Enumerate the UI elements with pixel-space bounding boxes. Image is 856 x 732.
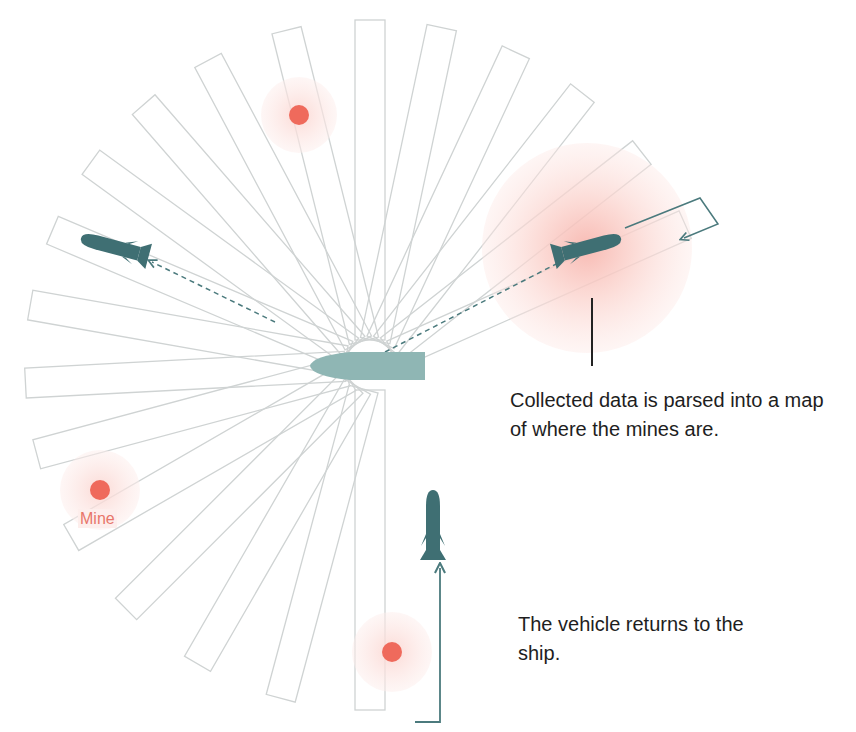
survey-strip	[115, 372, 362, 619]
ship	[310, 352, 425, 380]
return-path	[415, 568, 440, 722]
callout-note: Collected data is parsed into a map of w…	[508, 386, 842, 444]
survey-strip	[47, 216, 353, 369]
vehicle-path	[385, 262, 560, 352]
detection-halo	[482, 143, 692, 353]
survey-strip	[25, 351, 346, 398]
callout-note: The vehicle returns to the ship.	[516, 610, 750, 668]
survey-strip	[272, 27, 379, 345]
mine-halo	[261, 77, 337, 153]
survey-strip	[361, 24, 457, 343]
vehicle-path	[625, 198, 718, 238]
mine-dot	[289, 105, 309, 125]
vehicle-path	[152, 262, 275, 322]
mine-dot	[90, 480, 110, 500]
leader-line	[591, 298, 593, 366]
mine-dot	[382, 642, 402, 662]
mine-halo	[60, 450, 140, 530]
survey-strip	[33, 357, 350, 469]
underwater-vehicle	[78, 226, 152, 269]
underwater-vehicle	[550, 226, 624, 269]
mine-halo	[352, 612, 432, 692]
underwater-vehicle	[420, 490, 446, 560]
mine-label: Mine	[78, 509, 117, 528]
survey-strips	[25, 20, 692, 710]
